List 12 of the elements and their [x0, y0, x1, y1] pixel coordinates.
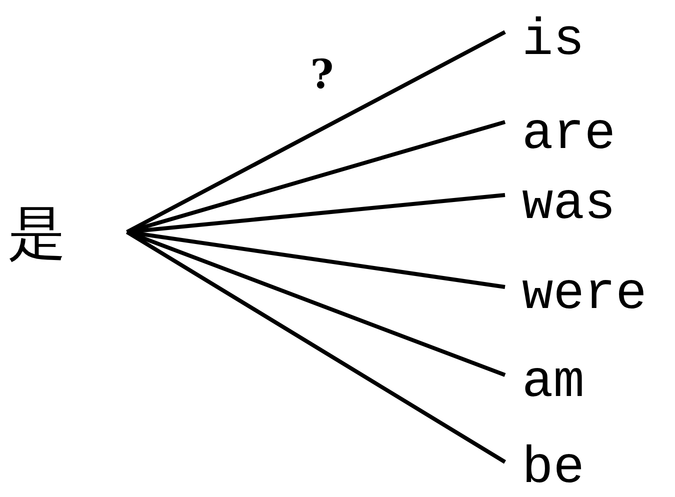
connector-line: [126, 120, 506, 234]
word-label: be: [505, 442, 585, 496]
connector-line: [126, 193, 506, 234]
word-label: am: [505, 356, 585, 410]
word-label: are: [505, 108, 615, 162]
connector-line: [126, 230, 506, 377]
connector-line: [126, 230, 506, 464]
word-label: is: [505, 14, 585, 68]
connector-line: [126, 30, 506, 234]
word-label: were: [505, 268, 645, 322]
connector-line: [126, 230, 506, 289]
word-label: was: [505, 178, 615, 232]
